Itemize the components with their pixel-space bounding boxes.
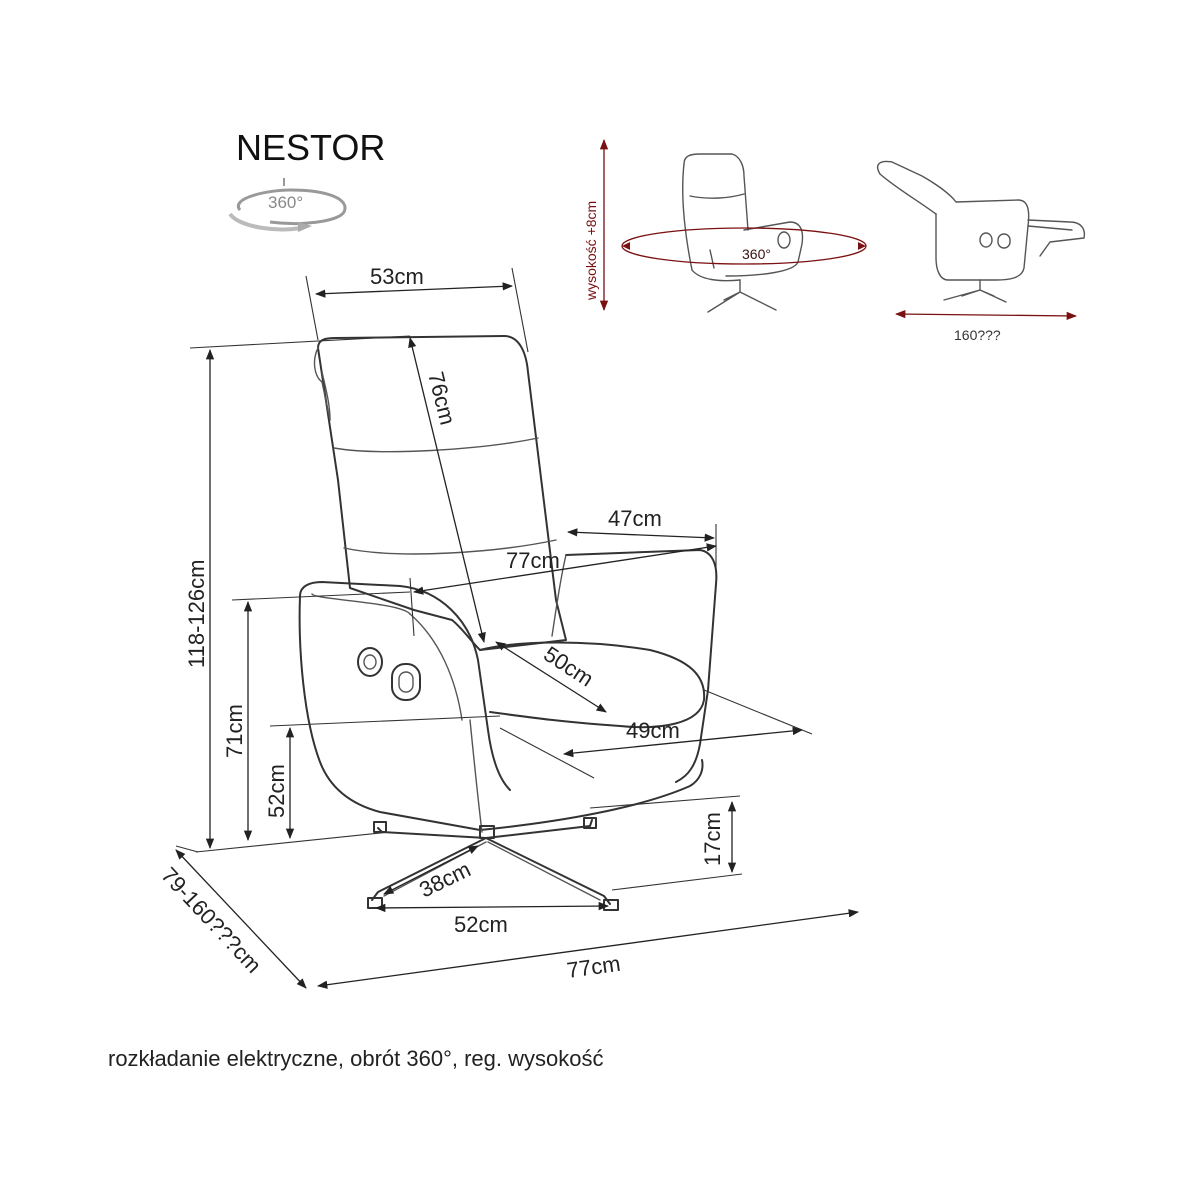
product-title: NESTOR <box>236 127 385 168</box>
dim-total-height: 118-126cm <box>184 560 209 668</box>
dim-seat-depth: 50cm <box>539 641 598 691</box>
dim-base-height: 17cm <box>700 812 725 866</box>
dim-backrest-height: 76cm <box>423 369 460 427</box>
dim-armrest-length: 47cm <box>608 506 662 531</box>
feature-caption: rozkładanie elektryczne, obrót 360°, reg… <box>108 1046 603 1071</box>
dim-seat-width: 49cm <box>626 718 680 743</box>
inset-height-adjust-label: wysokość +8cm <box>583 201 599 301</box>
dim-backrest-width: 53cm <box>370 264 424 289</box>
rotate-360-icon: 360° <box>228 178 347 232</box>
dimension-lines <box>175 267 860 989</box>
dim-total-width: 77cm <box>565 951 622 983</box>
rotate-360-label: 360° <box>268 193 303 212</box>
inset-reclined-length-label: 160??? <box>954 327 1001 343</box>
dim-seat-height: 52cm <box>264 764 289 818</box>
chair-drawing <box>298 335 718 911</box>
inset-upright-chair: wysokość +8cm 360° <box>583 138 867 313</box>
dim-total-depth: 79-160???cm <box>156 862 266 977</box>
dim-seat-depth-total: 77cm <box>506 548 560 573</box>
inset-reclined-chair: 160??? <box>876 160 1086 343</box>
inset-rotation-label: 360° <box>742 246 771 262</box>
dim-base-width: 52cm <box>454 912 508 937</box>
dim-armrest-height: 71cm <box>222 704 247 758</box>
